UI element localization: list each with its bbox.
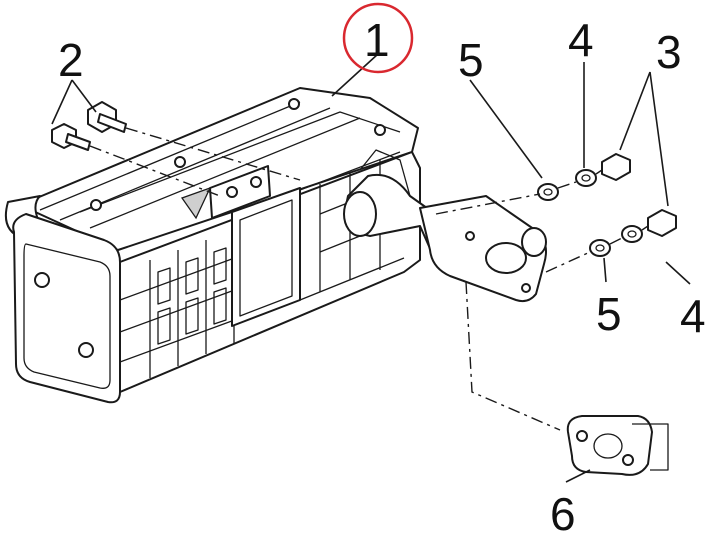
bolt-lower <box>51 123 221 197</box>
callout-1[interactable]: 1 <box>364 14 390 66</box>
callout-1-highlight-circle <box>342 2 414 74</box>
leader-lines <box>51 53 691 483</box>
gasket <box>465 281 669 476</box>
outlet-pipe-and-flange <box>343 149 547 303</box>
callout-3[interactable]: 3 <box>656 26 682 78</box>
callout-4-bottom[interactable]: 4 <box>680 290 706 342</box>
fastener-set-lower <box>545 209 677 273</box>
callout-5-top[interactable]: 5 <box>458 34 484 86</box>
callout-2[interactable]: 2 <box>58 34 84 86</box>
fastener-set-upper <box>435 153 631 215</box>
callout-4-top[interactable]: 4 <box>568 14 594 66</box>
callout-5-bottom[interactable]: 5 <box>596 288 622 340</box>
callout-6[interactable]: 6 <box>550 488 576 536</box>
